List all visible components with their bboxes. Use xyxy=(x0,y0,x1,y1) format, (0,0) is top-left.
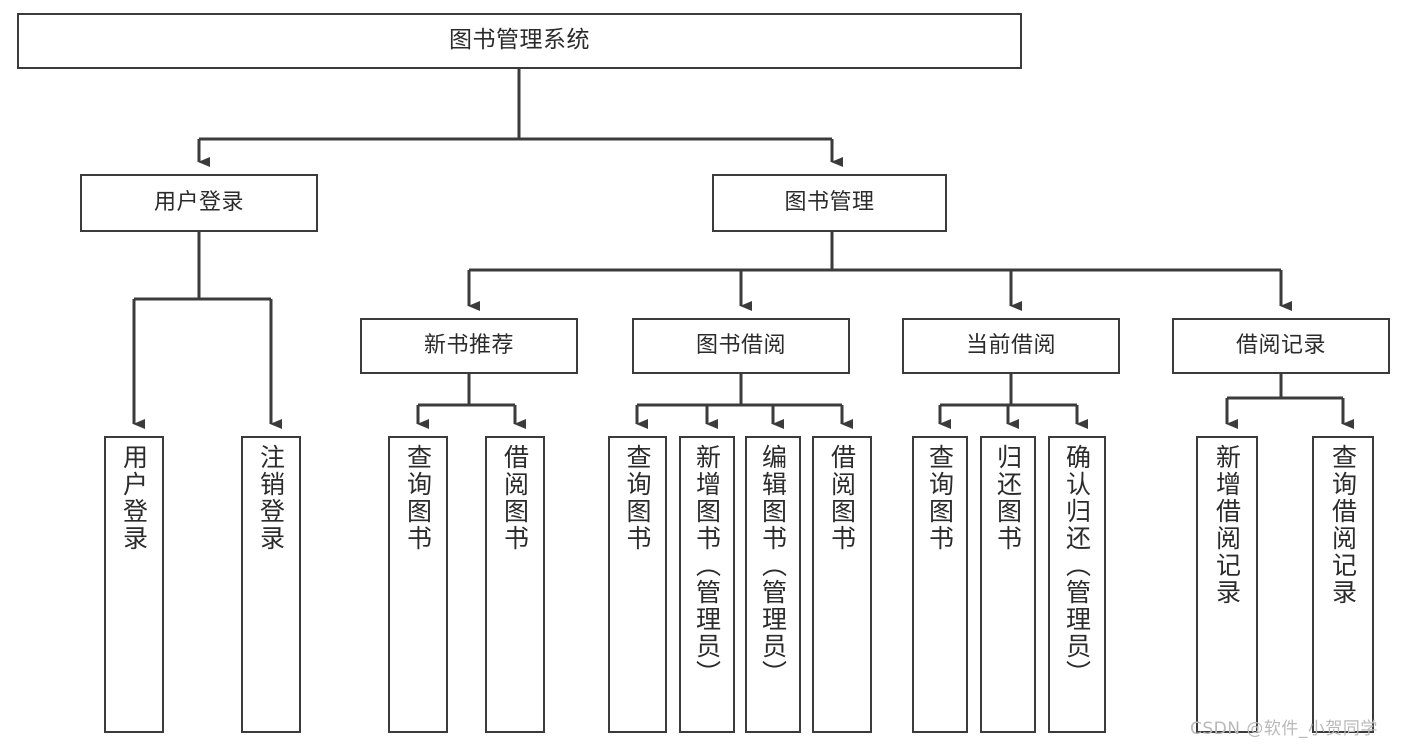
connectors xyxy=(132,69,1354,429)
leaf-return-book-label: 归还图书 xyxy=(993,444,1023,552)
leaf-user-login-label: 用户登录 xyxy=(119,444,149,552)
leaf-user-login[interactable]: 用户登录 xyxy=(104,436,164,733)
leaf-newbook-query-book[interactable]: 查询图书 xyxy=(388,436,448,733)
node-borrow-records-label: 借阅记录 xyxy=(1235,333,1326,359)
leaf-newbook-borrow-book-label: 借阅图书 xyxy=(500,444,530,552)
leaf-newbook-query-book-label: 查询图书 xyxy=(403,444,433,552)
leaf-add-book-admin[interactable]: 新增图书（管理员） xyxy=(679,436,735,733)
leaf-logout[interactable]: 注销登录 xyxy=(241,436,301,733)
node-new-book-recommend[interactable]: 新书推荐 xyxy=(360,318,578,374)
node-current-borrow[interactable]: 当前借阅 xyxy=(902,318,1120,374)
leaf-borrow-book-label: 借阅图书 xyxy=(827,444,857,552)
node-new-book-recommend-label: 新书推荐 xyxy=(423,333,514,359)
leaf-newbook-borrow-book[interactable]: 借阅图书 xyxy=(485,436,545,733)
node-book-borrow[interactable]: 图书借阅 xyxy=(632,318,850,374)
leaf-edit-book-admin-label: 编辑图书（管理员） xyxy=(758,444,788,687)
node-book-borrow-label: 图书借阅 xyxy=(695,333,786,359)
node-root[interactable]: 图书管理系统 xyxy=(17,13,1022,69)
node-user-login-label: 用户登录 xyxy=(153,190,244,216)
leaf-query-borrow-record[interactable]: 查询借阅记录 xyxy=(1312,436,1374,733)
node-book-management-label: 图书管理 xyxy=(784,190,875,216)
node-user-login[interactable]: 用户登录 xyxy=(80,174,318,232)
leaf-current-query-book[interactable]: 查询图书 xyxy=(912,436,968,733)
leaf-confirm-return-admin[interactable]: 确认归还（管理员） xyxy=(1048,436,1106,733)
leaf-add-borrow-record[interactable]: 新增借阅记录 xyxy=(1196,436,1258,733)
leaf-add-book-admin-label: 新增图书（管理员） xyxy=(692,444,722,687)
node-root-label: 图书管理系统 xyxy=(449,27,590,54)
leaf-return-book[interactable]: 归还图书 xyxy=(980,436,1036,733)
node-current-borrow-label: 当前借阅 xyxy=(965,333,1056,359)
leaf-logout-label: 注销登录 xyxy=(256,444,286,552)
leaf-current-query-book-label: 查询图书 xyxy=(925,444,955,552)
leaf-edit-book-admin[interactable]: 编辑图书（管理员） xyxy=(745,436,801,733)
node-book-management[interactable]: 图书管理 xyxy=(712,174,947,232)
leaf-add-borrow-record-label: 新增借阅记录 xyxy=(1212,444,1242,606)
leaf-confirm-return-admin-label: 确认归还（管理员） xyxy=(1062,444,1092,687)
leaf-borrow-book[interactable]: 借阅图书 xyxy=(812,436,872,733)
leaf-borrow-query-book[interactable]: 查询图书 xyxy=(608,436,667,733)
leaf-query-borrow-record-label: 查询借阅记录 xyxy=(1328,444,1358,606)
leaf-borrow-query-book-label: 查询图书 xyxy=(623,444,652,552)
node-borrow-records[interactable]: 借阅记录 xyxy=(1172,318,1390,374)
